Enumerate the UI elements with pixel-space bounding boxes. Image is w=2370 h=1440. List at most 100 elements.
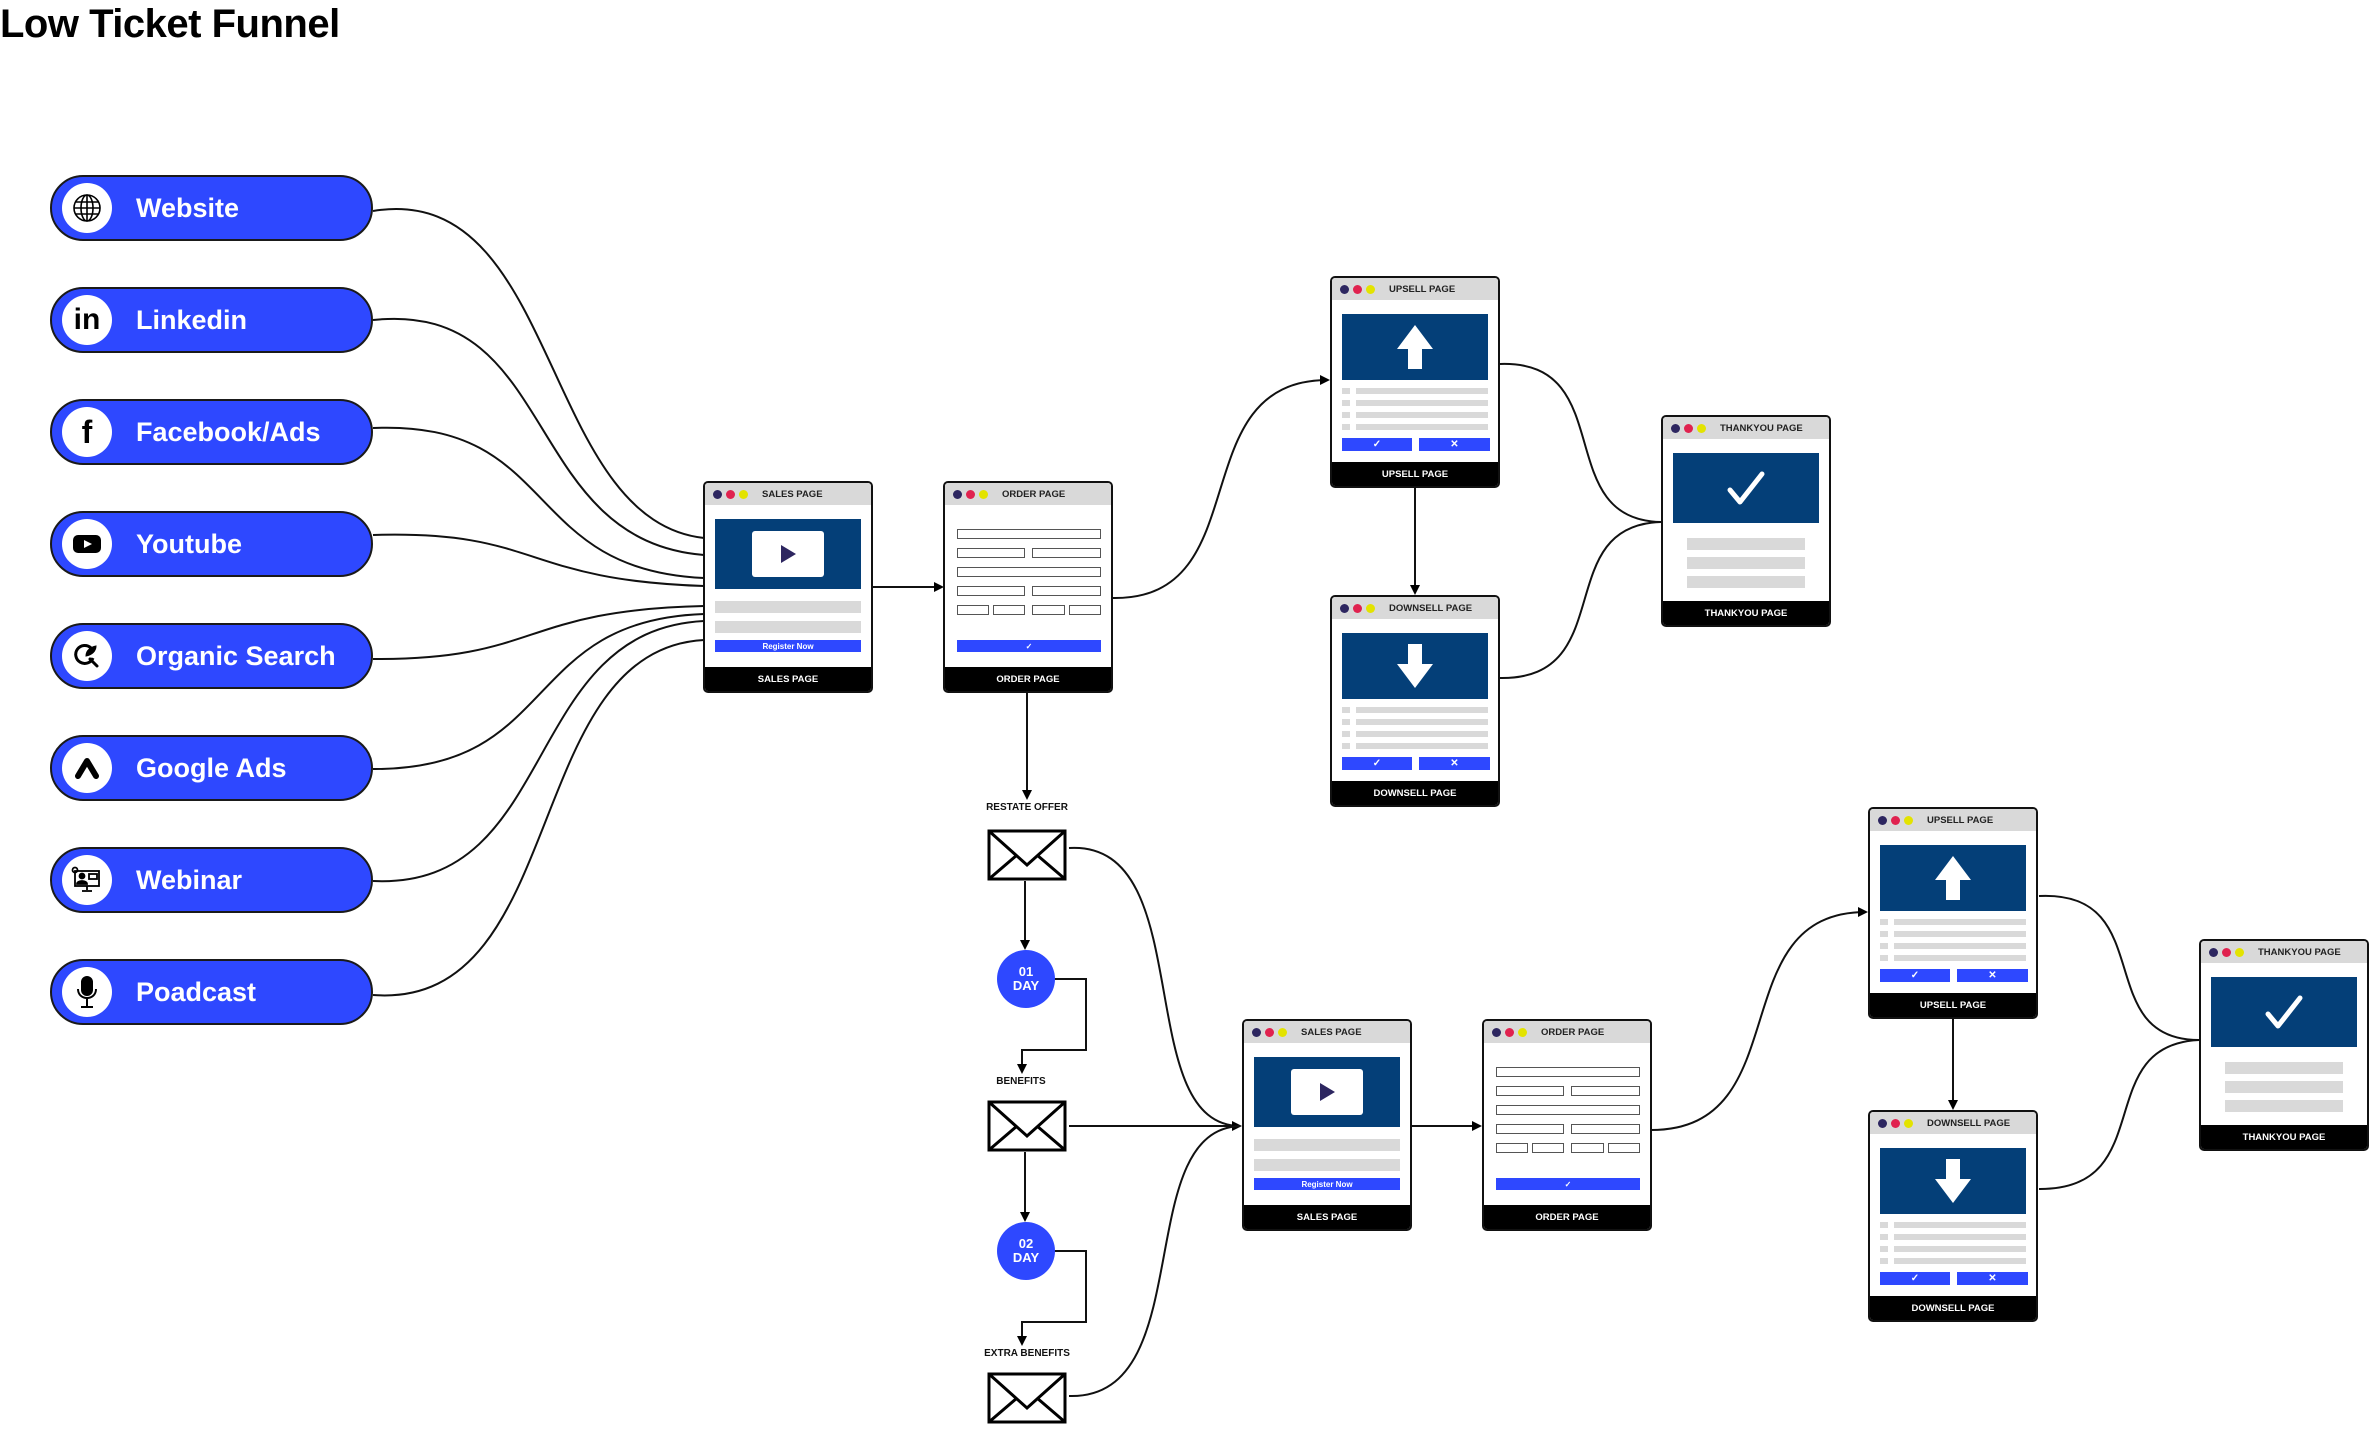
form-field[interactable] [1496, 1105, 1640, 1115]
upsell-page-card[interactable]: UPSELL PAGE ✓ ✕ UPSELL PAGE [1330, 276, 1500, 488]
window-dot-icon [1878, 1118, 1887, 1128]
window-dot-icon [1366, 603, 1375, 613]
submit-check-button[interactable]: ✓ [957, 640, 1101, 652]
source-google-ads[interactable]: Google Ads [50, 735, 373, 801]
form-field[interactable] [1032, 605, 1065, 615]
decline-button[interactable]: ✕ [1419, 757, 1490, 770]
source-organic-search[interactable]: Organic Search [50, 623, 373, 689]
card-footer-label: ORDER PAGE [1484, 1205, 1650, 1229]
submit-check-button[interactable]: ✓ [1496, 1178, 1640, 1190]
form-field[interactable] [1532, 1143, 1564, 1153]
form-field[interactable] [1032, 586, 1101, 596]
form-field[interactable] [957, 605, 989, 615]
form-field[interactable] [993, 605, 1025, 615]
downsell-hero [1880, 1148, 2026, 1214]
decline-button[interactable]: ✕ [1957, 1272, 2028, 1285]
text-placeholder [715, 601, 861, 613]
thankyou-page-card[interactable]: THANKYOU PAGE THANKYOU PAGE [2199, 939, 2369, 1151]
window-header: DOWNSELL PAGE [1332, 597, 1498, 619]
webinar-icon [62, 855, 112, 905]
source-facebook-ads[interactable]: f Facebook/Ads [50, 399, 373, 465]
source-youtube[interactable]: Youtube [50, 511, 373, 577]
form-field[interactable] [1496, 1067, 1640, 1077]
arrow-down-icon [1935, 1159, 1971, 1203]
source-poadcast[interactable]: Poadcast [50, 959, 373, 1025]
envelope-icon[interactable] [987, 1100, 1067, 1152]
window-dot-icon [1891, 815, 1900, 825]
accept-button[interactable]: ✓ [1342, 438, 1412, 451]
bullet-placeholder [1342, 424, 1350, 430]
form-field[interactable] [1496, 1143, 1528, 1153]
linkedin-icon: in [62, 295, 112, 345]
window-dot-icon [726, 489, 735, 499]
card-footer-label: SALES PAGE [705, 667, 871, 691]
accept-button[interactable]: ✓ [1880, 1272, 1950, 1285]
source-label: Website [136, 192, 240, 223]
window-dot-icon [1278, 1027, 1287, 1037]
form-field[interactable] [1571, 1086, 1640, 1096]
card-header-title: DOWNSELL PAGE [1927, 1117, 2011, 1129]
card-footer-label: UPSELL PAGE [1870, 993, 2036, 1017]
bullet-placeholder [1880, 1234, 1888, 1240]
form-field[interactable] [957, 548, 1025, 558]
card-header-title: THANKYOU PAGE [1720, 422, 1803, 434]
downsell-page-card[interactable]: DOWNSELL PAGE ✓ ✕ DOWNSELL PAGE [1330, 595, 1500, 807]
upsell-page-card[interactable]: UPSELL PAGE ✓ ✕ UPSELL PAGE [1868, 807, 2038, 1019]
register-now-button[interactable]: Register Now [715, 640, 861, 652]
accept-button[interactable]: ✓ [1342, 757, 1412, 770]
form-field[interactable] [1496, 1086, 1564, 1096]
bullet-placeholder [1342, 719, 1350, 725]
register-now-button[interactable]: Register Now [1254, 1178, 1400, 1190]
window-dot-icon [1904, 815, 1913, 825]
checkmark-icon [1727, 471, 1765, 505]
text-placeholder [1894, 1234, 2026, 1240]
delay-number: 01 [1018, 964, 1034, 979]
sales-page-card[interactable]: SALES PAGE Register Now SALES PAGE [1242, 1019, 1412, 1231]
form-field[interactable] [1032, 548, 1101, 558]
window-dot-icon [739, 489, 748, 499]
form-field[interactable] [957, 529, 1101, 539]
form-field[interactable] [1571, 1143, 1604, 1153]
window-dot-icon [1353, 284, 1362, 294]
sales-page-card[interactable]: SALES PAGE Register Now SALES PAGE [703, 481, 873, 693]
envelope-icon[interactable] [987, 1372, 1067, 1424]
window-dot-icon [2235, 947, 2244, 957]
text-placeholder [2225, 1062, 2343, 1074]
text-placeholder [1356, 707, 1488, 713]
text-placeholder [1687, 538, 1805, 550]
form-field[interactable] [957, 586, 1025, 596]
accept-button[interactable]: ✓ [1880, 969, 1950, 982]
bullet-placeholder [1342, 743, 1350, 749]
bullet-placeholder [1880, 931, 1888, 937]
upsell-hero [1342, 314, 1488, 380]
card-header-title: THANKYOU PAGE [2258, 946, 2341, 958]
form-field[interactable] [1069, 605, 1101, 615]
order-page-card[interactable]: ORDER PAGE ✓ ORDER PAGE [943, 481, 1113, 693]
card-header-title: SALES PAGE [1301, 1026, 1362, 1038]
card-header-title: ORDER PAGE [1002, 488, 1066, 500]
source-webinar[interactable]: Webinar [50, 847, 373, 913]
decline-button[interactable]: ✕ [1419, 438, 1490, 451]
form-field[interactable] [1571, 1124, 1640, 1134]
source-website[interactable]: Website [50, 175, 373, 241]
text-placeholder [1687, 557, 1805, 569]
downsell-page-card[interactable]: DOWNSELL PAGE ✓ ✕ DOWNSELL PAGE [1868, 1110, 2038, 1322]
delay-number: 02 [1018, 1236, 1034, 1251]
window-header: SALES PAGE [705, 483, 871, 505]
window-dot-icon [1492, 1027, 1501, 1037]
source-label: Youtube [136, 528, 242, 559]
window-dot-icon [1505, 1027, 1514, 1037]
card-header-title: DOWNSELL PAGE [1389, 602, 1473, 614]
source-label: Linkedin [136, 304, 248, 335]
delay-unit: DAY [1012, 978, 1040, 993]
form-field[interactable] [957, 567, 1101, 577]
card-footer-label: DOWNSELL PAGE [1332, 781, 1498, 805]
form-field[interactable] [1608, 1143, 1640, 1153]
source-linkedin[interactable]: in Linkedin [50, 287, 373, 353]
form-field[interactable] [1496, 1124, 1564, 1134]
decline-button[interactable]: ✕ [1957, 969, 2028, 982]
order-page-card[interactable]: ORDER PAGE ✓ ORDER PAGE [1482, 1019, 1652, 1231]
thankyou-page-card[interactable]: THANKYOU PAGE THANKYOU PAGE [1661, 415, 1831, 627]
envelope-icon[interactable] [987, 829, 1067, 881]
